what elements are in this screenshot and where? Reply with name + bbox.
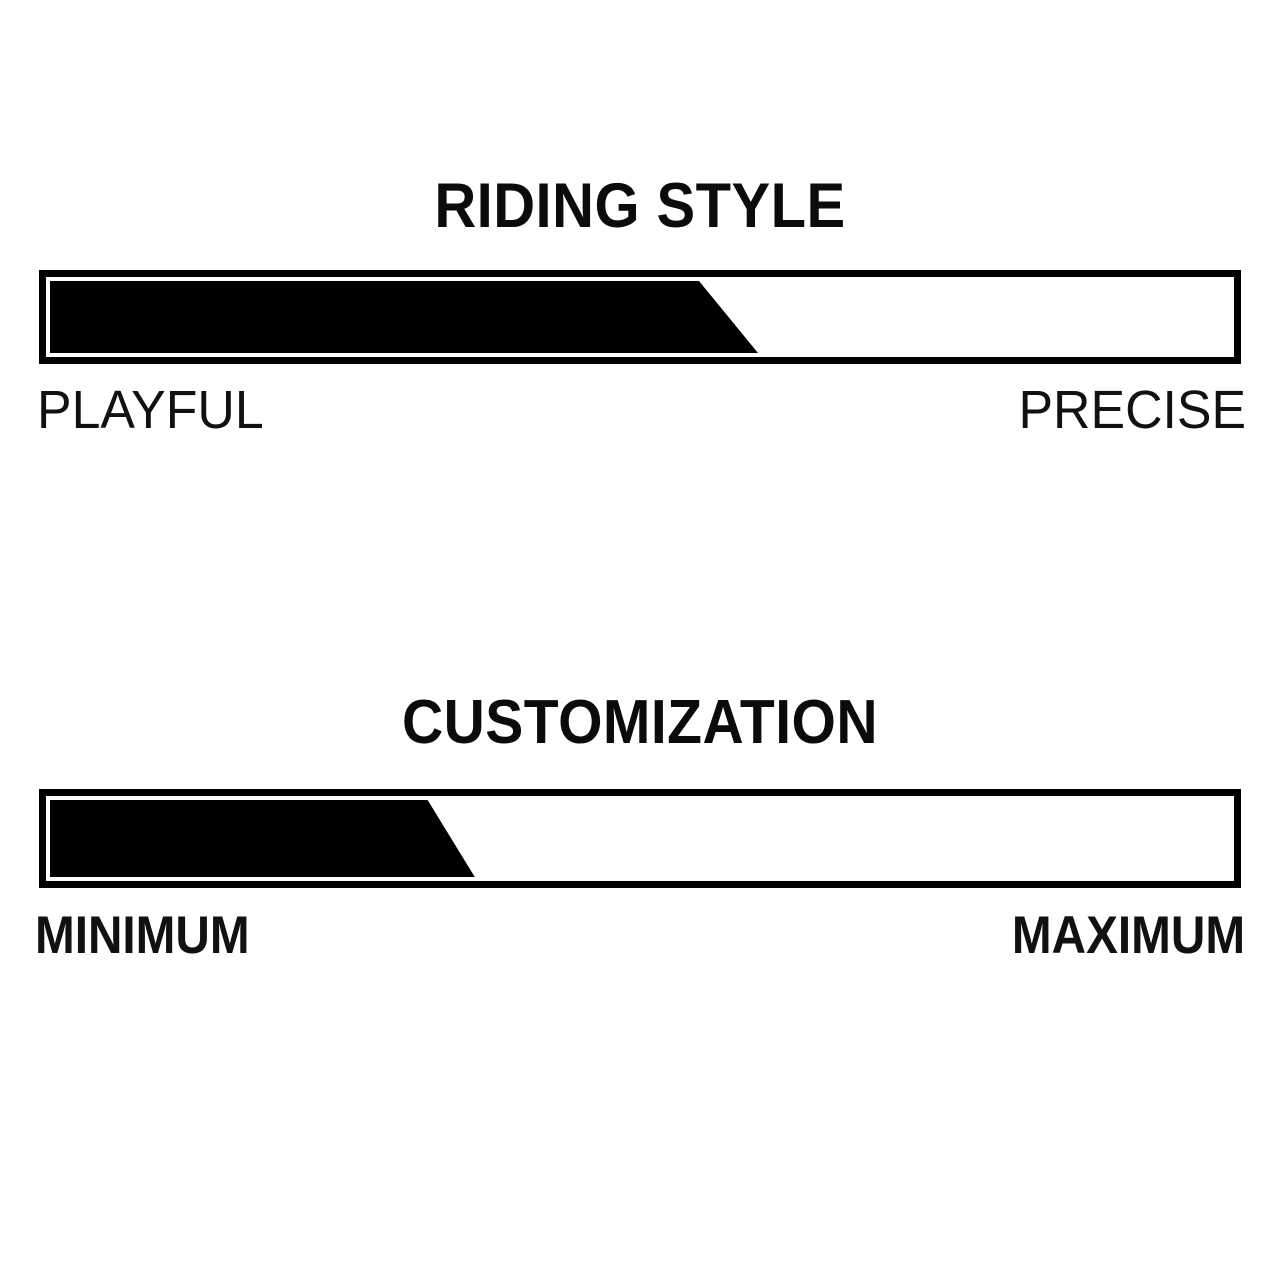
- meter-title-riding-style: RIDING STYLE: [434, 171, 846, 241]
- meter-label-max-customization: MAXIMUM: [1011, 906, 1245, 965]
- meter-label-min-customization: MINIMUM: [35, 906, 250, 965]
- meter-endpoint-labels-customization: MINIMUM MAXIMUM: [35, 908, 1245, 964]
- meter-section-riding-style: RIDING STYLE PLAYFUL PRECISE: [0, 170, 1280, 438]
- meter-section-customization: CUSTOMIZATION MINIMUM MAXIMUM: [0, 687, 1280, 964]
- meter-bar-track[interactable]: [50, 800, 1230, 877]
- meter-label-max-riding-style: PRECISE: [1018, 380, 1247, 440]
- meter-bar-fill: [50, 800, 475, 877]
- meter-bar-fill: [50, 281, 758, 353]
- meter-bar-riding-style[interactable]: [39, 270, 1241, 364]
- meter-endpoint-labels-riding-style: PLAYFUL PRECISE: [34, 382, 1247, 438]
- meter-bar-customization[interactable]: [39, 789, 1241, 888]
- meter-title-customization: CUSTOMIZATION: [401, 688, 879, 757]
- meter-bar-track[interactable]: [50, 281, 1230, 353]
- meter-bar-inner: [46, 277, 1234, 357]
- meter-bar-inner: [46, 796, 1234, 881]
- meter-label-min-riding-style: PLAYFUL: [36, 380, 264, 440]
